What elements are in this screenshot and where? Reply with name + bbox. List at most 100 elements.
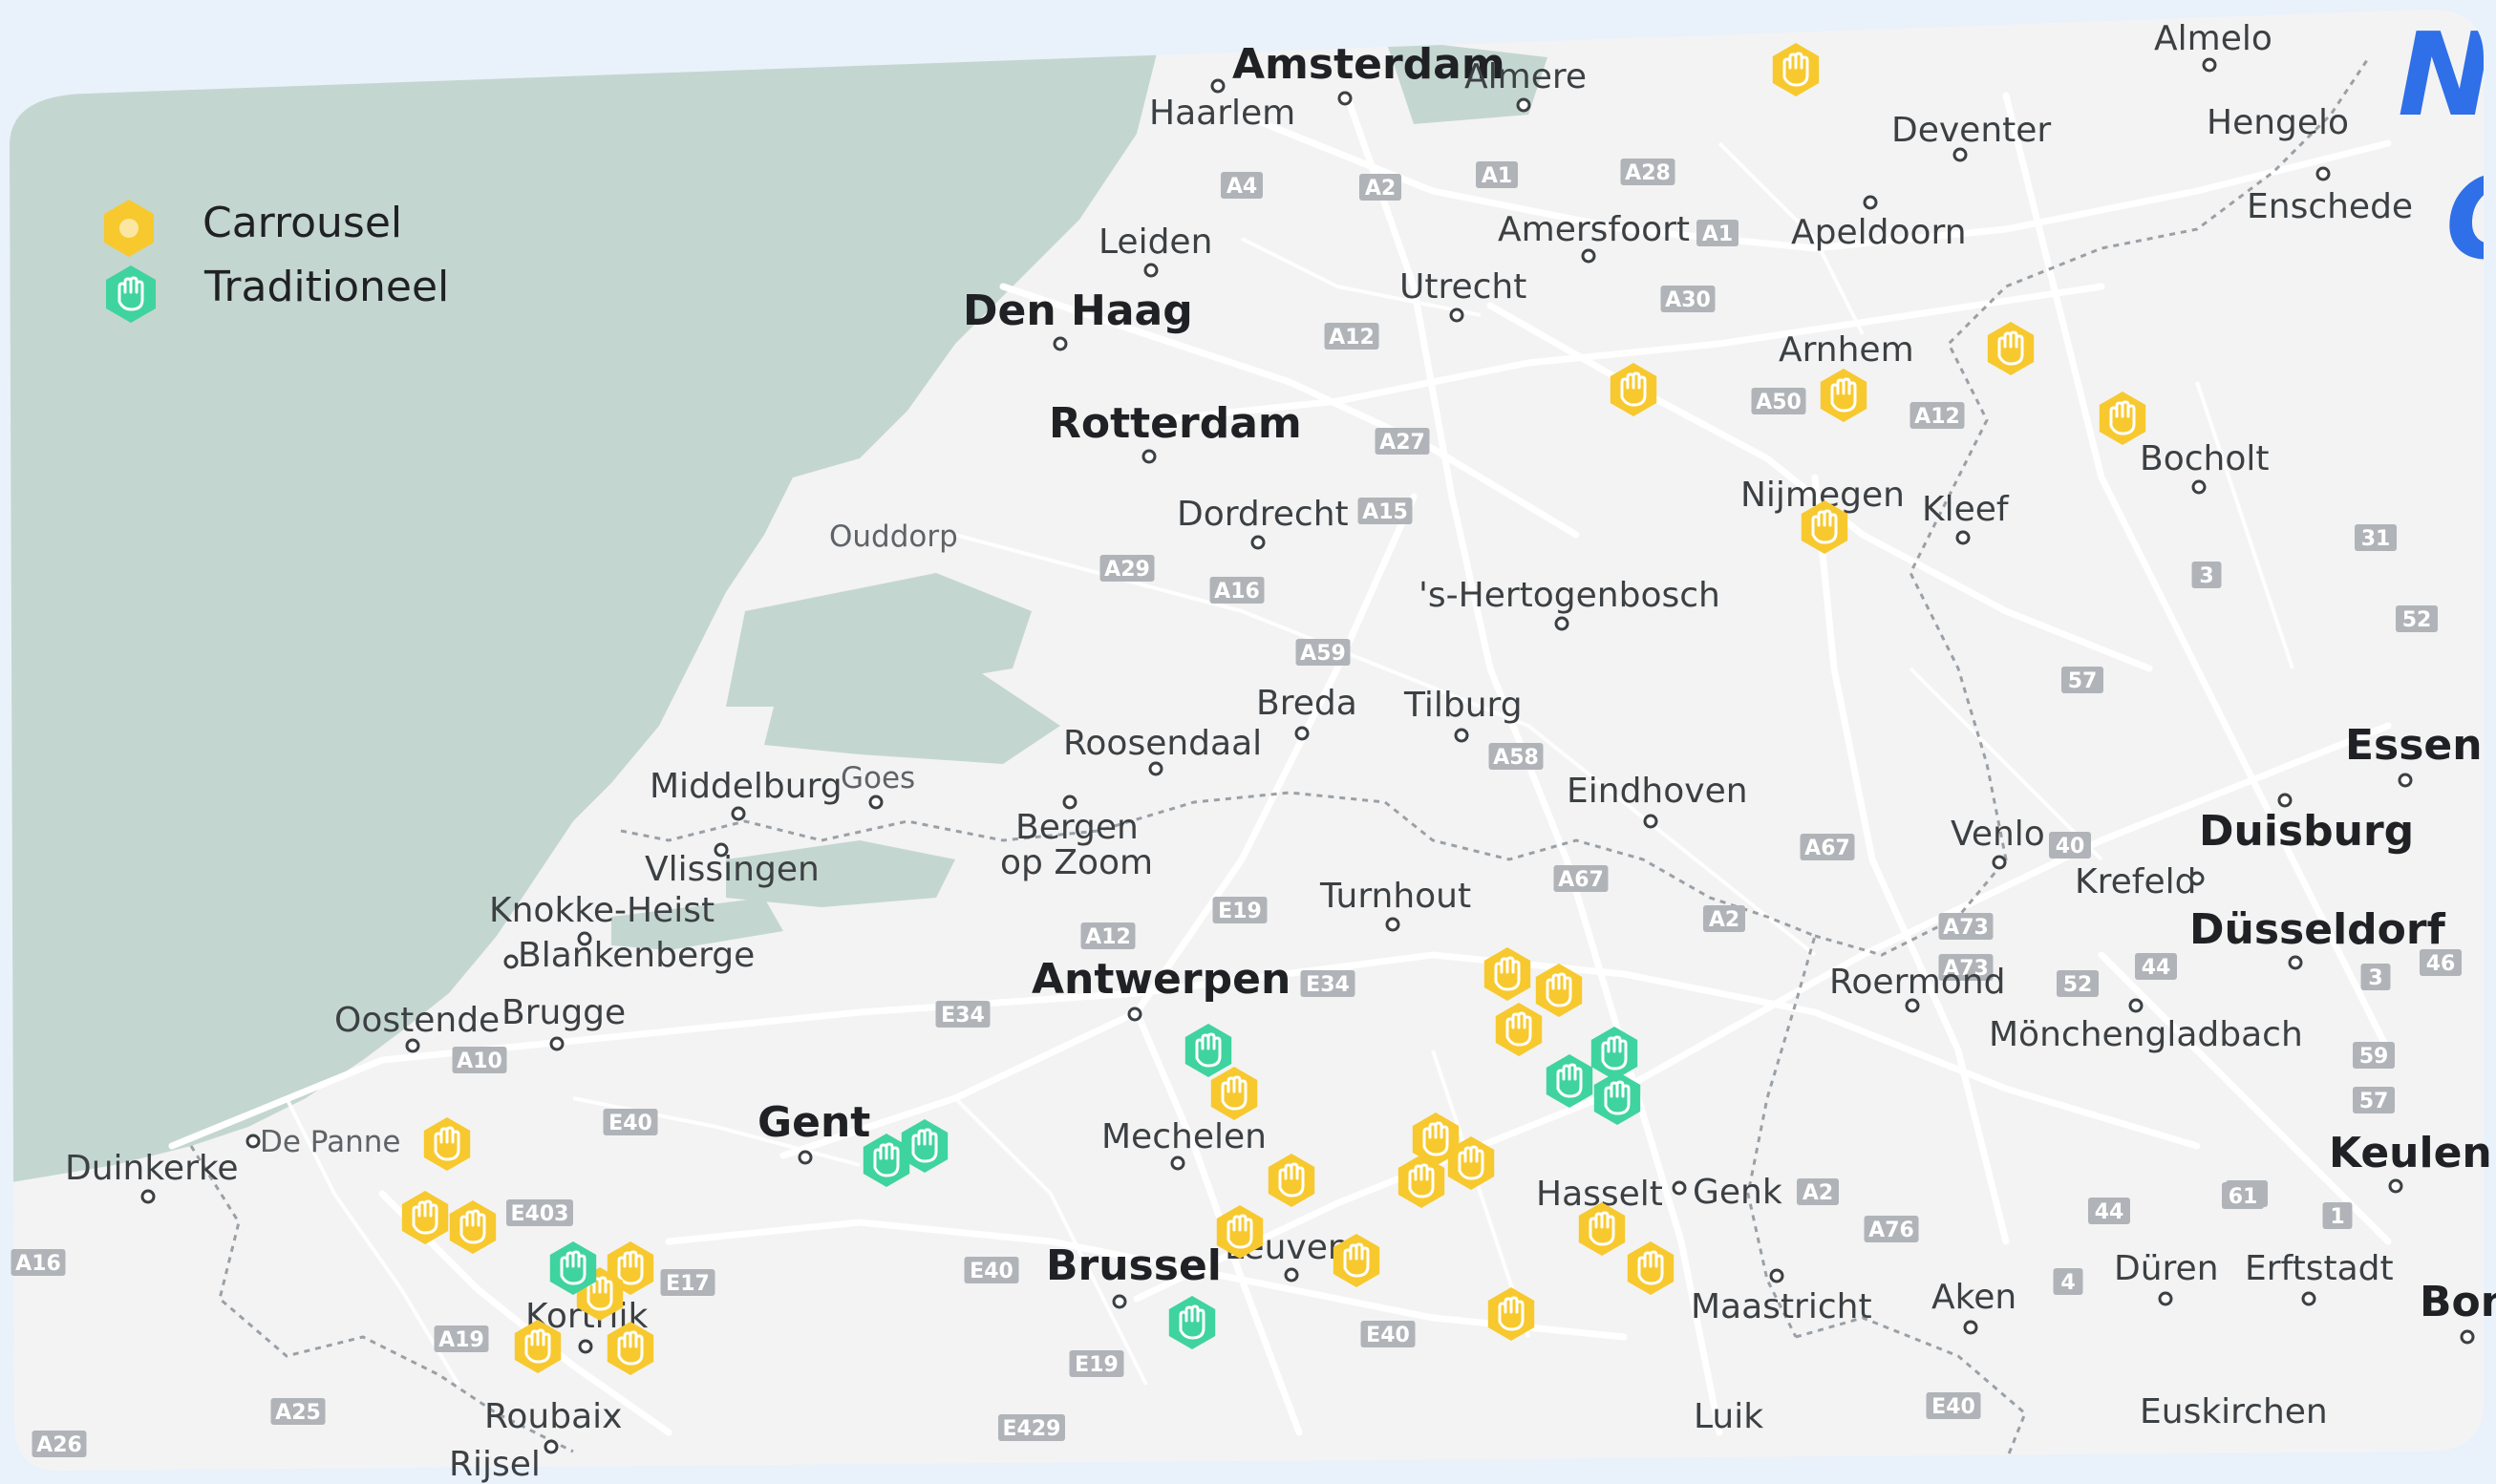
carrousel-marker[interactable] <box>1772 43 1820 96</box>
city-label-roosendaal[interactable]: Roosendaal <box>1063 724 1262 763</box>
carrousel-marker[interactable] <box>401 1191 449 1244</box>
city-label-euskirchen[interactable]: Euskirchen <box>2140 1392 2328 1431</box>
carrousel-marker[interactable] <box>1333 1234 1380 1287</box>
city-label-tilburg[interactable]: Tilburg <box>1403 686 1523 725</box>
carrousel-marker[interactable] <box>1268 1154 1315 1207</box>
city-label-breda[interactable]: Breda <box>1256 684 1357 723</box>
road-shield: A1 <box>1476 161 1518 188</box>
city-label-den_haag[interactable]: Den Haag <box>963 286 1193 335</box>
road-shield: A4 <box>1221 172 1263 199</box>
traditioneel-marker[interactable] <box>1546 1054 1593 1108</box>
city-label-haarlem[interactable]: Haarlem <box>1149 94 1295 133</box>
city-label-deventer[interactable]: Deventer <box>1891 111 2051 150</box>
city-label-bonn[interactable]: Bon <box>2420 1278 2496 1326</box>
city-label-arnhem[interactable]: Arnhem <box>1779 330 1914 370</box>
carrousel-marker[interactable] <box>1397 1155 1445 1208</box>
carrousel-marker[interactable] <box>1801 500 1848 554</box>
city-label-roubaix[interactable]: Roubaix <box>484 1397 622 1436</box>
carrousel-marker[interactable] <box>1987 322 2035 375</box>
city-label-leiden[interactable]: Leiden <box>1099 223 1212 262</box>
city-label-monchengladbach[interactable]: Mönchengladbach <box>1989 1015 2303 1054</box>
legend-item-carrousel[interactable]: Carrousel <box>104 199 402 257</box>
carrousel-marker[interactable] <box>514 1320 562 1373</box>
road-shield: A2 <box>1703 905 1745 932</box>
traditioneel-marker[interactable] <box>1168 1296 1216 1349</box>
carrousel-marker[interactable] <box>1820 369 1867 422</box>
traditioneel-marker[interactable] <box>1590 1027 1638 1080</box>
traditioneel-marker[interactable] <box>549 1241 597 1295</box>
city-label-enschede[interactable]: Enschede <box>2247 187 2413 226</box>
city-label-venlo[interactable]: Venlo <box>1951 815 2045 854</box>
traditioneel-marker[interactable] <box>1184 1024 1232 1077</box>
city-label-amersfoort[interactable]: Amersfoort <box>1498 210 1690 249</box>
carrousel-marker[interactable] <box>423 1117 471 1171</box>
city-label-maastricht[interactable]: Maastricht <box>1691 1287 1872 1326</box>
city-label-brugge[interactable]: Brugge <box>501 993 626 1032</box>
legend-item-traditioneel[interactable]: Traditioneel <box>106 263 449 323</box>
city-label-hengelo[interactable]: Hengelo <box>2207 103 2349 142</box>
city-label-brussel[interactable]: Brussel <box>1046 1241 1222 1290</box>
carrousel-marker[interactable] <box>1483 947 1531 1001</box>
city-label-duisburg[interactable]: Duisburg <box>2199 807 2414 856</box>
city-label-almere[interactable]: Almere <box>1464 57 1587 96</box>
city-label-bergen[interactable]: Bergen <box>1015 808 1139 847</box>
city-label-op_zoom[interactable]: op Zoom <box>1000 843 1153 882</box>
city-label-essen[interactable]: Essen <box>2345 721 2483 770</box>
carrousel-marker[interactable] <box>1610 363 1657 416</box>
city-label-dusseldorf[interactable]: Düsseldorf <box>2189 905 2446 954</box>
city-label-gent[interactable]: Gent <box>757 1098 870 1147</box>
city-label-mechelen[interactable]: Mechelen <box>1101 1117 1267 1156</box>
city-label-bocholt[interactable]: Bocholt <box>2140 439 2269 478</box>
city-label-duren[interactable]: Düren <box>2114 1249 2219 1288</box>
city-label-de_panne[interactable]: De Panne <box>260 1125 400 1159</box>
traditioneel-marker[interactable] <box>1593 1071 1641 1125</box>
carrousel-marker[interactable] <box>2099 392 2146 445</box>
carrousel-marker[interactable] <box>1412 1113 1460 1166</box>
city-label-dordrecht[interactable]: Dordrecht <box>1177 495 1349 534</box>
city-label-rijsel[interactable]: Rijsel <box>449 1445 541 1484</box>
city-label-aken[interactable]: Aken <box>1931 1278 2016 1317</box>
carrousel-marker[interactable] <box>1210 1067 1258 1120</box>
city-label-luik[interactable]: Luik <box>1694 1397 1763 1436</box>
city-dot <box>1952 147 1968 162</box>
carrousel-marker[interactable] <box>1447 1136 1495 1190</box>
city-label-keulen[interactable]: Keulen <box>2329 1129 2492 1177</box>
city-label-erftstadt[interactable]: Erftstadt <box>2245 1249 2394 1288</box>
carrousel-marker[interactable] <box>1535 964 1583 1017</box>
carrousel-marker[interactable] <box>1627 1241 1675 1295</box>
city-label-knokke[interactable]: Knokke-Heist <box>489 891 715 930</box>
city-dot <box>1284 1267 1299 1283</box>
city-label-hertogenbosch[interactable]: 's-Hertogenbosch <box>1419 576 1720 615</box>
city-label-antwerpen[interactable]: Antwerpen <box>1032 955 1291 1004</box>
city-label-utrecht[interactable]: Utrecht <box>1399 267 1526 307</box>
city-label-almelo[interactable]: Almelo <box>2154 19 2272 58</box>
hexagon-icon <box>1801 500 1848 554</box>
city-label-vlissingen[interactable]: Vlissingen <box>645 850 820 889</box>
carrousel-marker[interactable] <box>449 1200 497 1254</box>
road-shield: A30 <box>1660 286 1716 312</box>
carrousel-marker[interactable] <box>607 1322 654 1375</box>
city-label-kleef[interactable]: Kleef <box>1922 490 2010 529</box>
city-label-roermond[interactable]: Roermond <box>1829 963 2006 1002</box>
city-label-amsterdam[interactable]: Amsterdam <box>1232 40 1505 89</box>
city-label-krefeld[interactable]: Krefeld <box>2075 862 2196 901</box>
city-dot <box>1449 307 1464 323</box>
city-label-oostende[interactable]: Oostende <box>334 1001 500 1040</box>
carrousel-marker[interactable] <box>1216 1205 1264 1259</box>
traditioneel-marker[interactable] <box>863 1134 910 1187</box>
city-label-turnhout[interactable]: Turnhout <box>1319 877 1471 916</box>
city-label-middelburg[interactable]: Middelburg <box>650 767 843 806</box>
city-label-rotterdam[interactable]: Rotterdam <box>1049 399 1302 448</box>
city-label-eindhoven[interactable]: Eindhoven <box>1567 772 1748 811</box>
carrousel-marker[interactable] <box>1578 1202 1626 1256</box>
city-label-blankenberge[interactable]: Blankenberge <box>518 936 755 975</box>
city-label-duinkerke[interactable]: Duinkerke <box>65 1149 239 1188</box>
carrousel-marker[interactable] <box>1487 1287 1535 1341</box>
traditioneel-marker[interactable] <box>901 1119 949 1173</box>
city-label-ouddorp[interactable]: Ouddorp <box>829 519 958 554</box>
carrousel-marker[interactable] <box>1495 1003 1543 1056</box>
city-label-genk[interactable]: Genk <box>1693 1173 1782 1212</box>
city-label-apeldoorn[interactable]: Apeldoorn <box>1791 213 1967 252</box>
city-label-goes[interactable]: Goes <box>841 761 915 795</box>
